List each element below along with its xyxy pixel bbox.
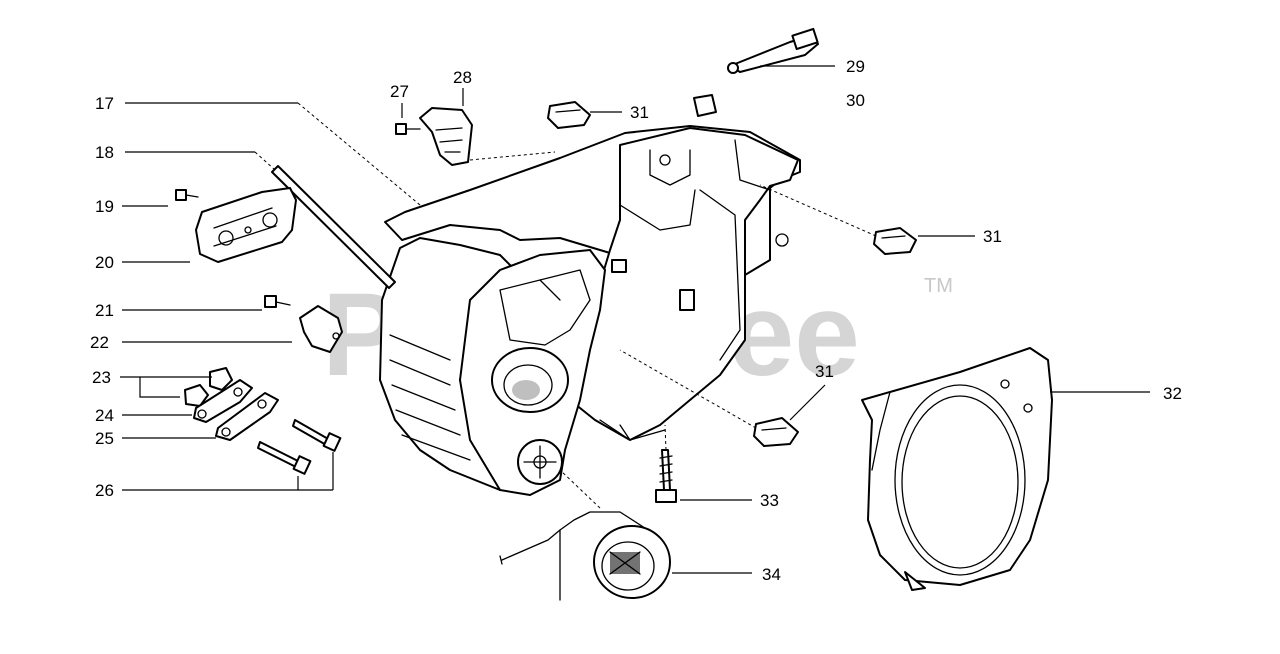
screw-19	[175, 189, 199, 201]
callout-labels: 17 18 19 20 21 22 23 24 25 26 27 28 29 3…	[90, 57, 1182, 584]
callout-19: 19	[95, 197, 114, 216]
screw-21	[264, 295, 291, 308]
screw-33	[655, 449, 677, 503]
tensioner-plate-24	[193, 379, 253, 423]
lever-29	[727, 27, 819, 74]
guide-plate-20	[195, 187, 297, 263]
speed-nut-31b	[873, 227, 917, 255]
callout-22: 22	[90, 333, 109, 352]
screw-27	[395, 123, 421, 135]
callout-18: 18	[95, 143, 114, 162]
callout-27: 27	[390, 82, 409, 101]
rod-18	[271, 165, 396, 289]
callout-17: 17	[95, 94, 114, 113]
callout-33: 33	[760, 491, 779, 510]
callout-31-bottom: 31	[815, 362, 834, 381]
callout-23: 23	[92, 368, 111, 387]
tensioner-23	[184, 367, 233, 407]
callout-20: 20	[95, 253, 114, 272]
callout-28: 28	[453, 68, 472, 87]
watermark-trademark: TM	[924, 275, 953, 297]
oil-pump-34	[499, 511, 671, 601]
speed-nut-31c	[753, 417, 799, 447]
bolts-26	[257, 419, 342, 475]
callout-31-right: 31	[983, 227, 1002, 246]
fan-cover-32	[861, 347, 1053, 591]
callout-32: 32	[1163, 384, 1182, 403]
callout-25: 25	[95, 429, 114, 448]
callout-30: 30	[846, 91, 865, 110]
callout-26: 26	[95, 481, 114, 500]
main-housing	[379, 125, 801, 496]
callout-21: 21	[95, 301, 114, 320]
speed-nut-31a	[547, 101, 591, 129]
callout-29: 29	[846, 57, 865, 76]
clip-30	[693, 94, 717, 117]
bracket-28	[419, 107, 473, 166]
leader-lines	[120, 65, 1150, 574]
callout-34: 34	[762, 565, 781, 584]
callout-31-top: 31	[630, 103, 649, 122]
callout-24: 24	[95, 406, 114, 425]
chain-catcher-22	[299, 305, 343, 353]
tensioner-plate-25	[215, 392, 279, 441]
